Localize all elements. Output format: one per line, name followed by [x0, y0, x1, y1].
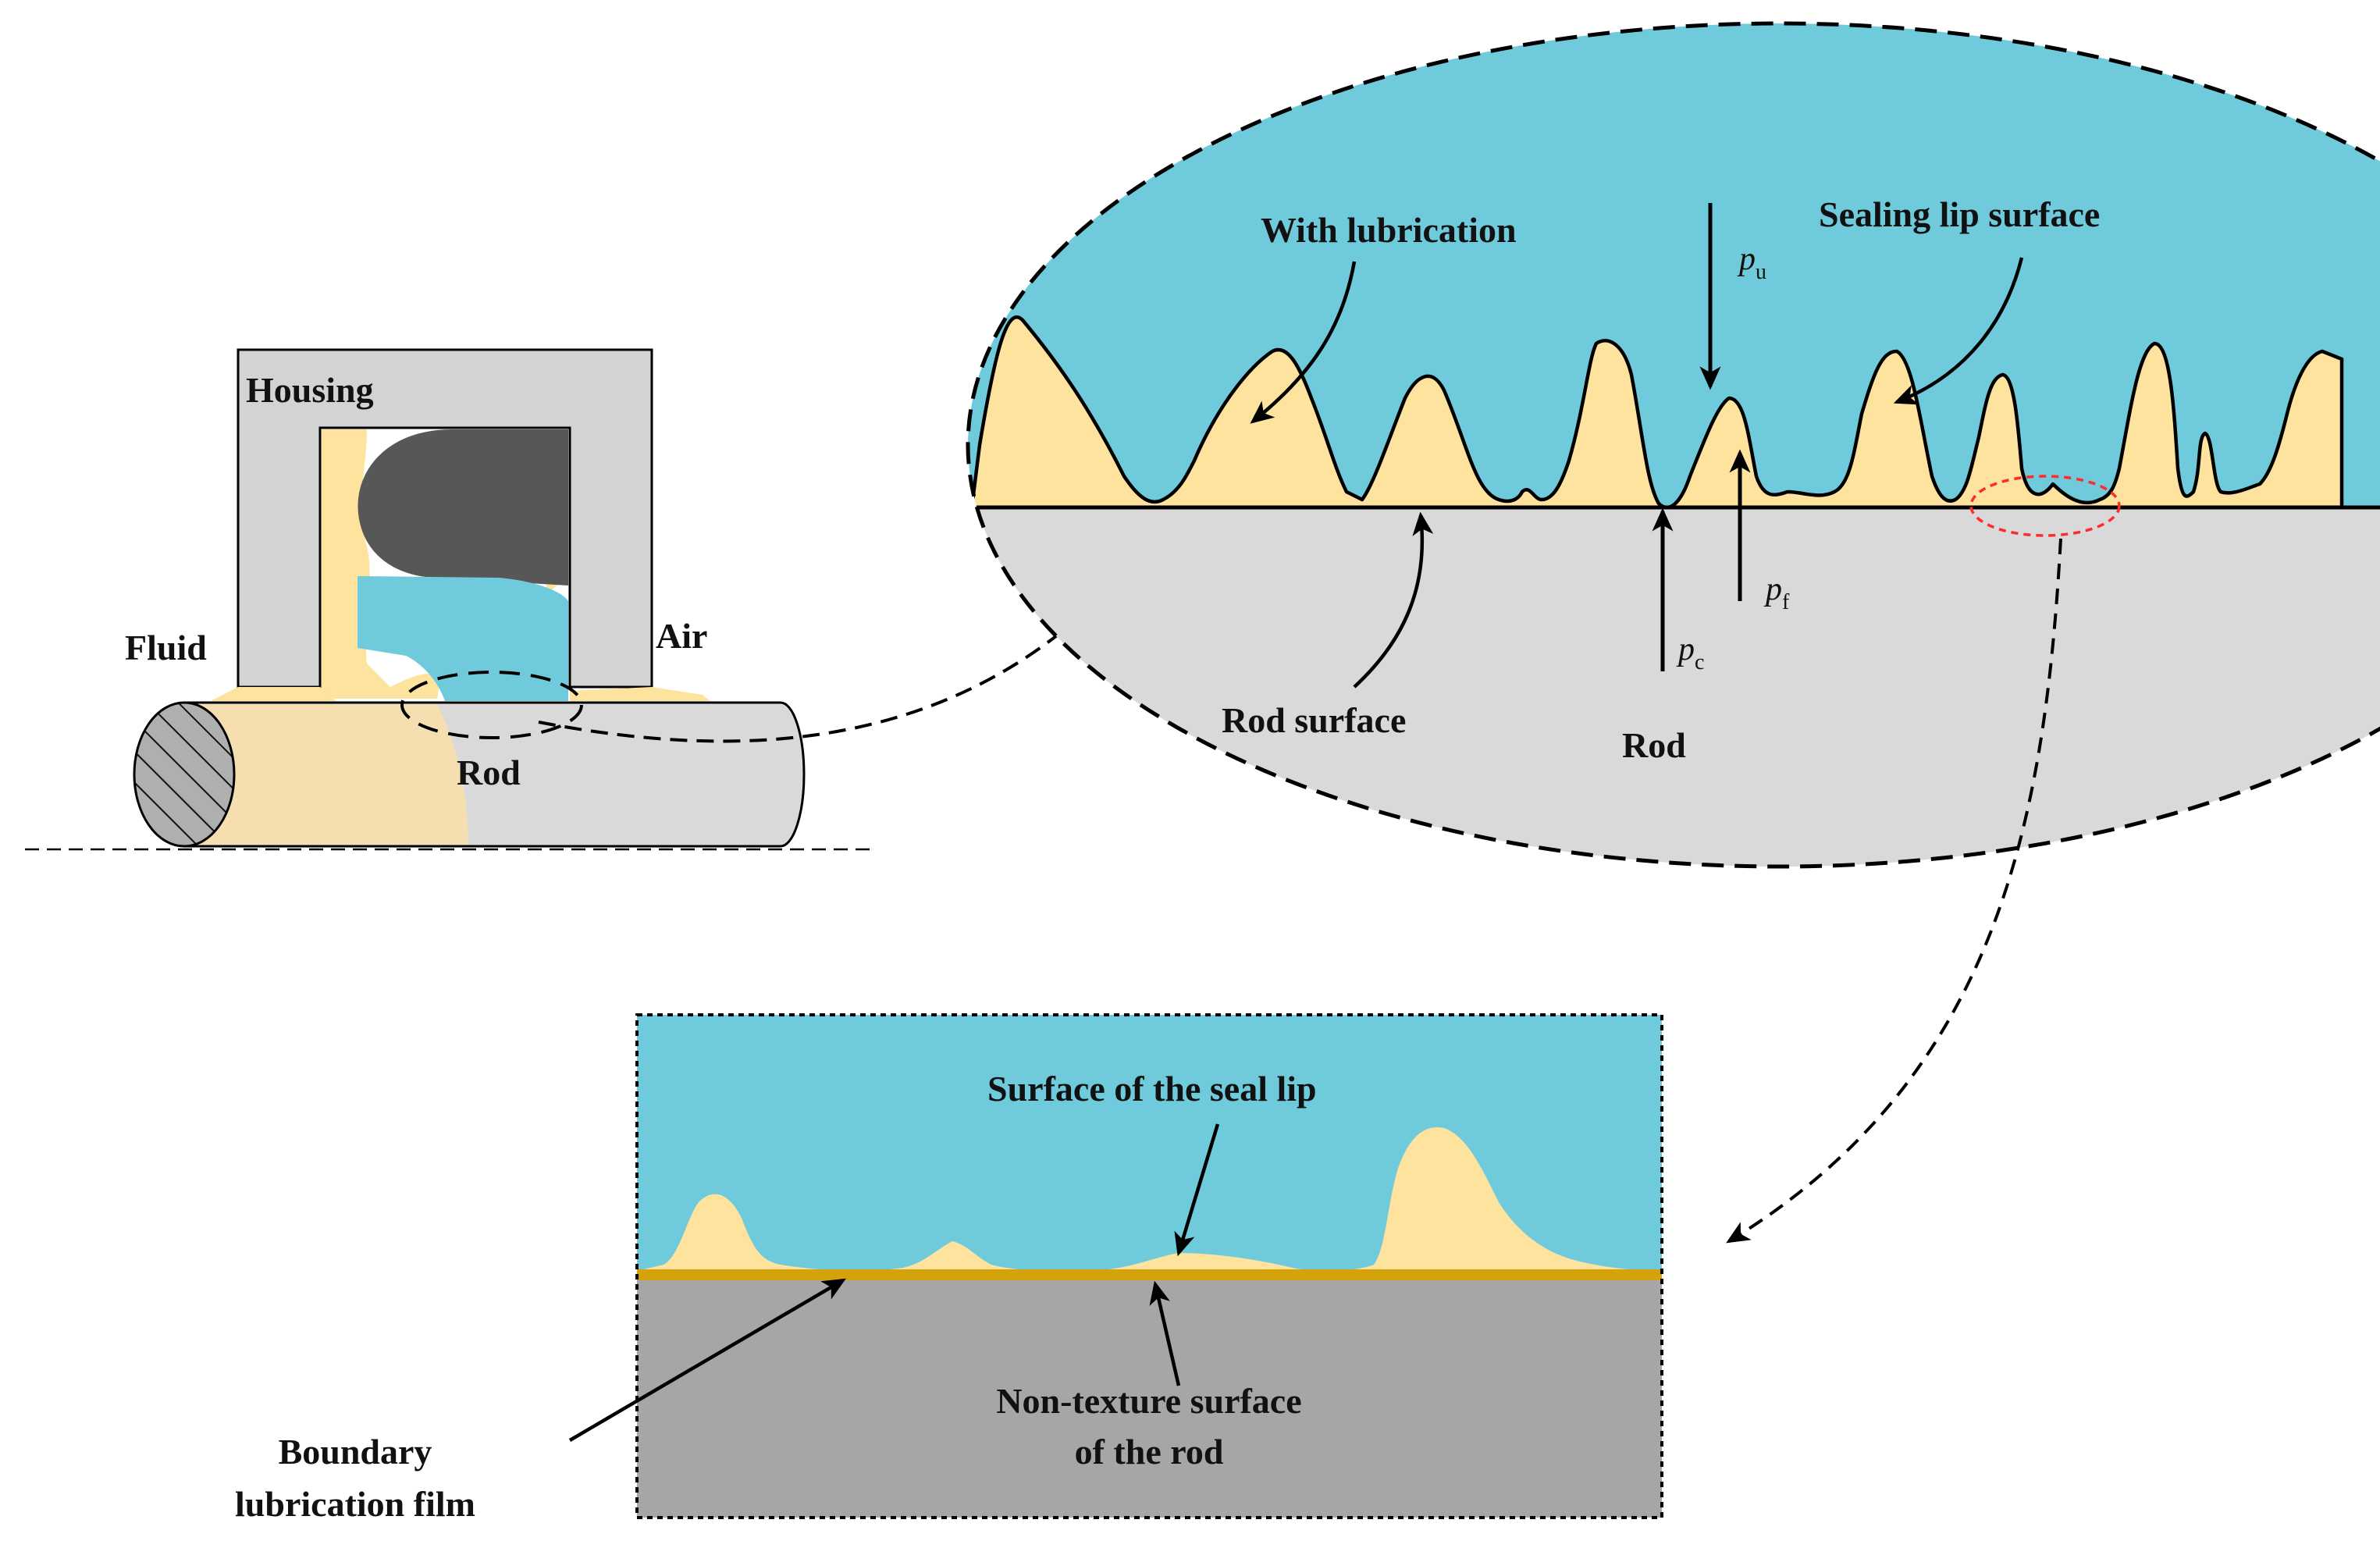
air-label: Air: [656, 616, 707, 656]
contact-zone-marker: [400, 671, 583, 739]
rod-cross-section: [133, 701, 236, 848]
detail-box: Surface of the seal lip Non-texture surf…: [568, 1013, 1663, 1519]
boundary-film: [637, 1269, 1662, 1280]
non-texture-label-line1: Non-texture surface: [996, 1381, 1301, 1421]
with-lubrication-label: With lubrication: [1261, 210, 1517, 250]
housing-label: Housing: [246, 370, 374, 410]
boundary-film-arrow: [568, 1278, 846, 1442]
rod-surface-arrow: [1353, 511, 1434, 689]
non-texture-label-line2: of the rod: [1075, 1432, 1224, 1472]
rod-lubricated-zone: [184, 704, 468, 845]
rod-surface-label: Rod surface: [1222, 700, 1406, 740]
non-texture-arrow: [1149, 1280, 1181, 1386]
seal-assembly: Housing Fluid Air Rod: [25, 348, 870, 851]
detail-asperities: [637, 1127, 1662, 1276]
o-ring: [358, 429, 568, 585]
boundary-label-line2: lubrication film: [235, 1484, 475, 1524]
detail-connector-arrow: [1726, 538, 2062, 1244]
surface-of-seal-lip-label: Surface of the seal lip: [987, 1069, 1317, 1109]
boundary-label-line1: Boundary: [279, 1432, 432, 1472]
asperity-profile: [968, 315, 2344, 510]
fluid-label: Fluid: [125, 628, 207, 667]
air-side-film: [570, 687, 710, 701]
fluid-side-film: [211, 687, 336, 701]
rod-zoom-label: Rod: [1622, 725, 1686, 765]
groove-lubricant: [322, 429, 439, 699]
micro-contact-highlight: [1969, 475, 2121, 537]
rod-label: Rod: [457, 753, 521, 792]
sealing-lip-arrow: [1893, 257, 2024, 405]
sealing-lip-surface-label: Sealing lip surface: [1819, 194, 2100, 234]
seal-lip-surface-arrow: [1174, 1123, 1220, 1257]
pf-symbol: pf: [1763, 571, 1790, 614]
seal-lip: [358, 576, 568, 701]
zoom-oval: With lubrication Sealing lip surface Rod…: [966, 21, 2380, 869]
pc-symbol: pc: [1676, 632, 1704, 674]
zoom-connector-arrow: [538, 602, 1096, 743]
pu-symbol: pu: [1737, 241, 1766, 284]
with-lubrication-arrow: [1250, 261, 1357, 424]
